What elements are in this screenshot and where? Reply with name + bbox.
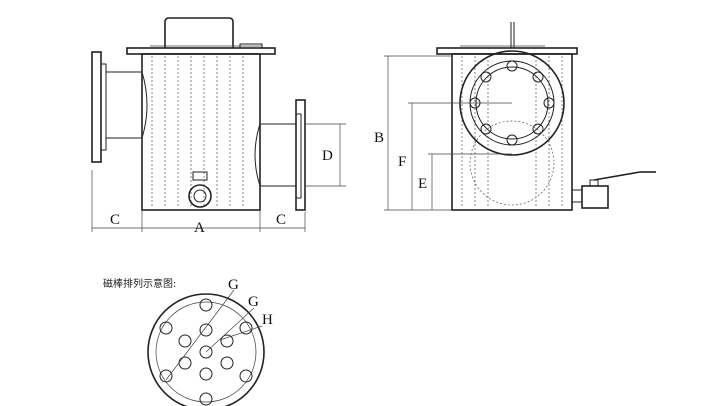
magnetic-rods — [151, 56, 244, 206]
flange-icon — [459, 50, 565, 206]
layout-caption: 磁棒排列示意图: — [103, 277, 176, 290]
dim-c-left: C — [110, 212, 120, 228]
front-view: C A C D — [91, 17, 346, 236]
side-view: B F E — [374, 22, 656, 211]
lid-handle-icon — [164, 17, 234, 48]
side-housing-body — [451, 53, 573, 211]
label-g1: G — [228, 277, 239, 293]
label-g2: G — [248, 294, 259, 310]
side-rods — [461, 56, 563, 206]
outlet-flange — [295, 99, 306, 211]
dim-f: F — [398, 154, 406, 170]
rod-layout-diagram: 磁棒排列示意图: G G H — [103, 277, 273, 406]
label-h: H — [262, 312, 273, 328]
dim-c-right: C — [276, 212, 286, 228]
outlet-pipe — [254, 123, 296, 187]
inlet-pipe — [106, 71, 148, 139]
ball-valve-icon — [188, 171, 212, 208]
rod-positions — [159, 298, 253, 406]
dim-e: E — [418, 176, 427, 192]
handle-icon — [593, 171, 656, 181]
dim-d: D — [322, 148, 333, 164]
dim-a: A — [194, 220, 205, 236]
side-ball-valve-icon — [571, 179, 609, 209]
dim-b: B — [374, 130, 384, 146]
inlet-flange — [91, 51, 102, 163]
housing-body — [141, 53, 261, 211]
lid-plate — [126, 47, 276, 55]
